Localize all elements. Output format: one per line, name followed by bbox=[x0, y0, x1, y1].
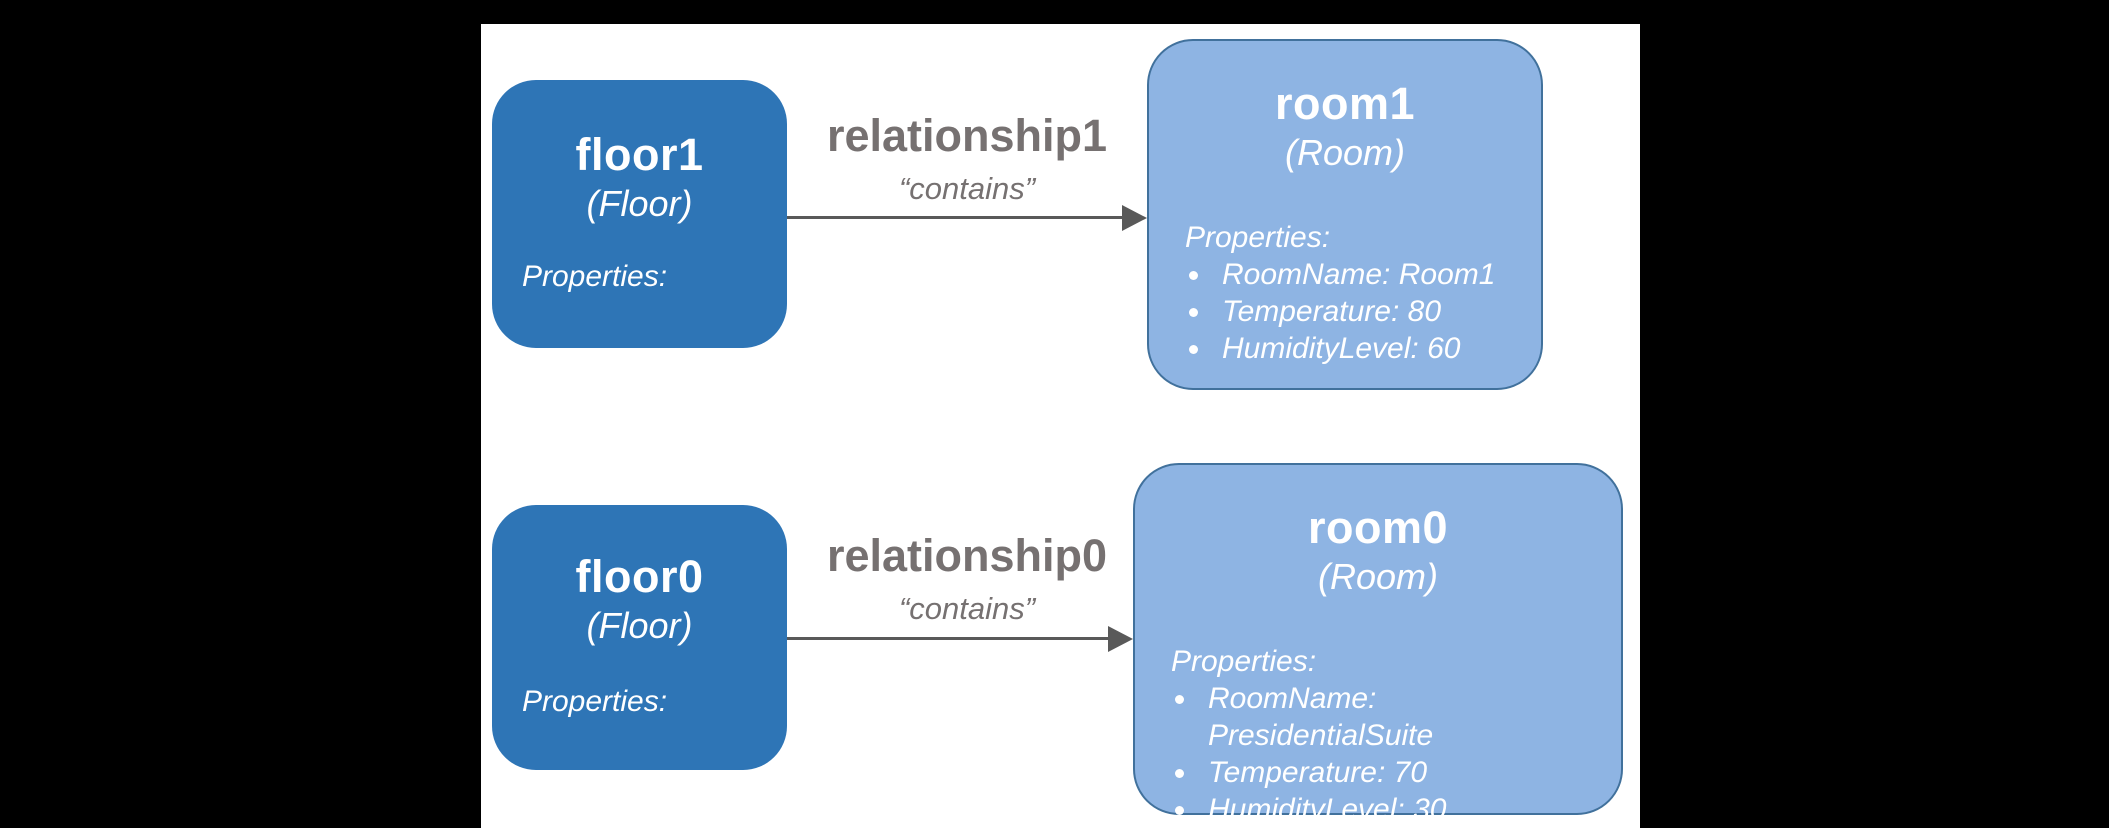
properties-label: Properties: bbox=[1171, 645, 1317, 678]
properties-label: Properties: bbox=[522, 685, 668, 718]
properties-list: Properties: RoomName: PresidentialSuite … bbox=[1171, 643, 1603, 828]
property-text: HumidityLevel: 60 bbox=[1222, 332, 1461, 365]
node-room0: room0 (Room) Properties: RoomName: Presi… bbox=[1133, 463, 1623, 826]
property-text: Temperature: 70 bbox=[1208, 756, 1428, 789]
arrowhead-icon bbox=[1122, 205, 1147, 231]
property-item: HumidityLevel: 30 bbox=[1171, 791, 1603, 828]
relationship-predicate: “contains” bbox=[898, 171, 1036, 206]
property-item: Temperature: 70 bbox=[1171, 754, 1603, 791]
property-item: Temperature: 80 bbox=[1185, 293, 1523, 330]
bullet-icon bbox=[1189, 271, 1198, 280]
bullet-icon bbox=[1175, 806, 1184, 815]
node-type: (Room) bbox=[1284, 132, 1405, 173]
relationship-name: relationship0 bbox=[826, 530, 1108, 581]
bullet-icon bbox=[1175, 769, 1184, 778]
property-item: RoomName: PresidentialSuite bbox=[1171, 680, 1603, 754]
node-floor1: floor1 (Floor) Properties: bbox=[492, 80, 787, 348]
properties-label: Properties: bbox=[1185, 221, 1331, 254]
property-text: RoomName: Room1 bbox=[1222, 258, 1496, 291]
property-item: RoomName: Room1 bbox=[1185, 256, 1523, 293]
node-title: room0 bbox=[1307, 502, 1449, 553]
bullet-icon bbox=[1175, 695, 1184, 704]
node-type: (Floor) bbox=[586, 605, 693, 646]
relationship-name: relationship1 bbox=[826, 110, 1108, 161]
node-type: (Floor) bbox=[586, 183, 693, 224]
property-text: HumidityLevel: 30 bbox=[1208, 793, 1447, 826]
bullet-icon bbox=[1189, 308, 1198, 317]
property-text: Temperature: 80 bbox=[1222, 295, 1442, 328]
properties-label: Properties: bbox=[522, 260, 668, 293]
node-type: (Room) bbox=[1317, 556, 1438, 597]
relationship-arrow bbox=[787, 216, 1127, 219]
node-title: room1 bbox=[1274, 78, 1416, 129]
node-title: floor0 bbox=[575, 551, 704, 602]
relationship-arrow bbox=[787, 637, 1113, 640]
property-item: HumidityLevel: 60 bbox=[1185, 330, 1523, 367]
properties-list: Properties: RoomName: Room1 Temperature:… bbox=[1185, 219, 1523, 367]
arrowhead-icon bbox=[1108, 626, 1133, 652]
diagram-panel: floor1 (Floor) Properties: relationship1… bbox=[481, 24, 1640, 828]
node-room1: room1 (Room) Properties: RoomName: Room1… bbox=[1147, 39, 1543, 390]
node-floor0: floor0 (Floor) Properties: bbox=[492, 505, 787, 770]
node-title: floor1 bbox=[575, 129, 704, 180]
bullet-icon bbox=[1189, 345, 1198, 354]
relationship-predicate: “contains” bbox=[898, 591, 1036, 626]
property-text: RoomName: PresidentialSuite bbox=[1208, 682, 1434, 752]
